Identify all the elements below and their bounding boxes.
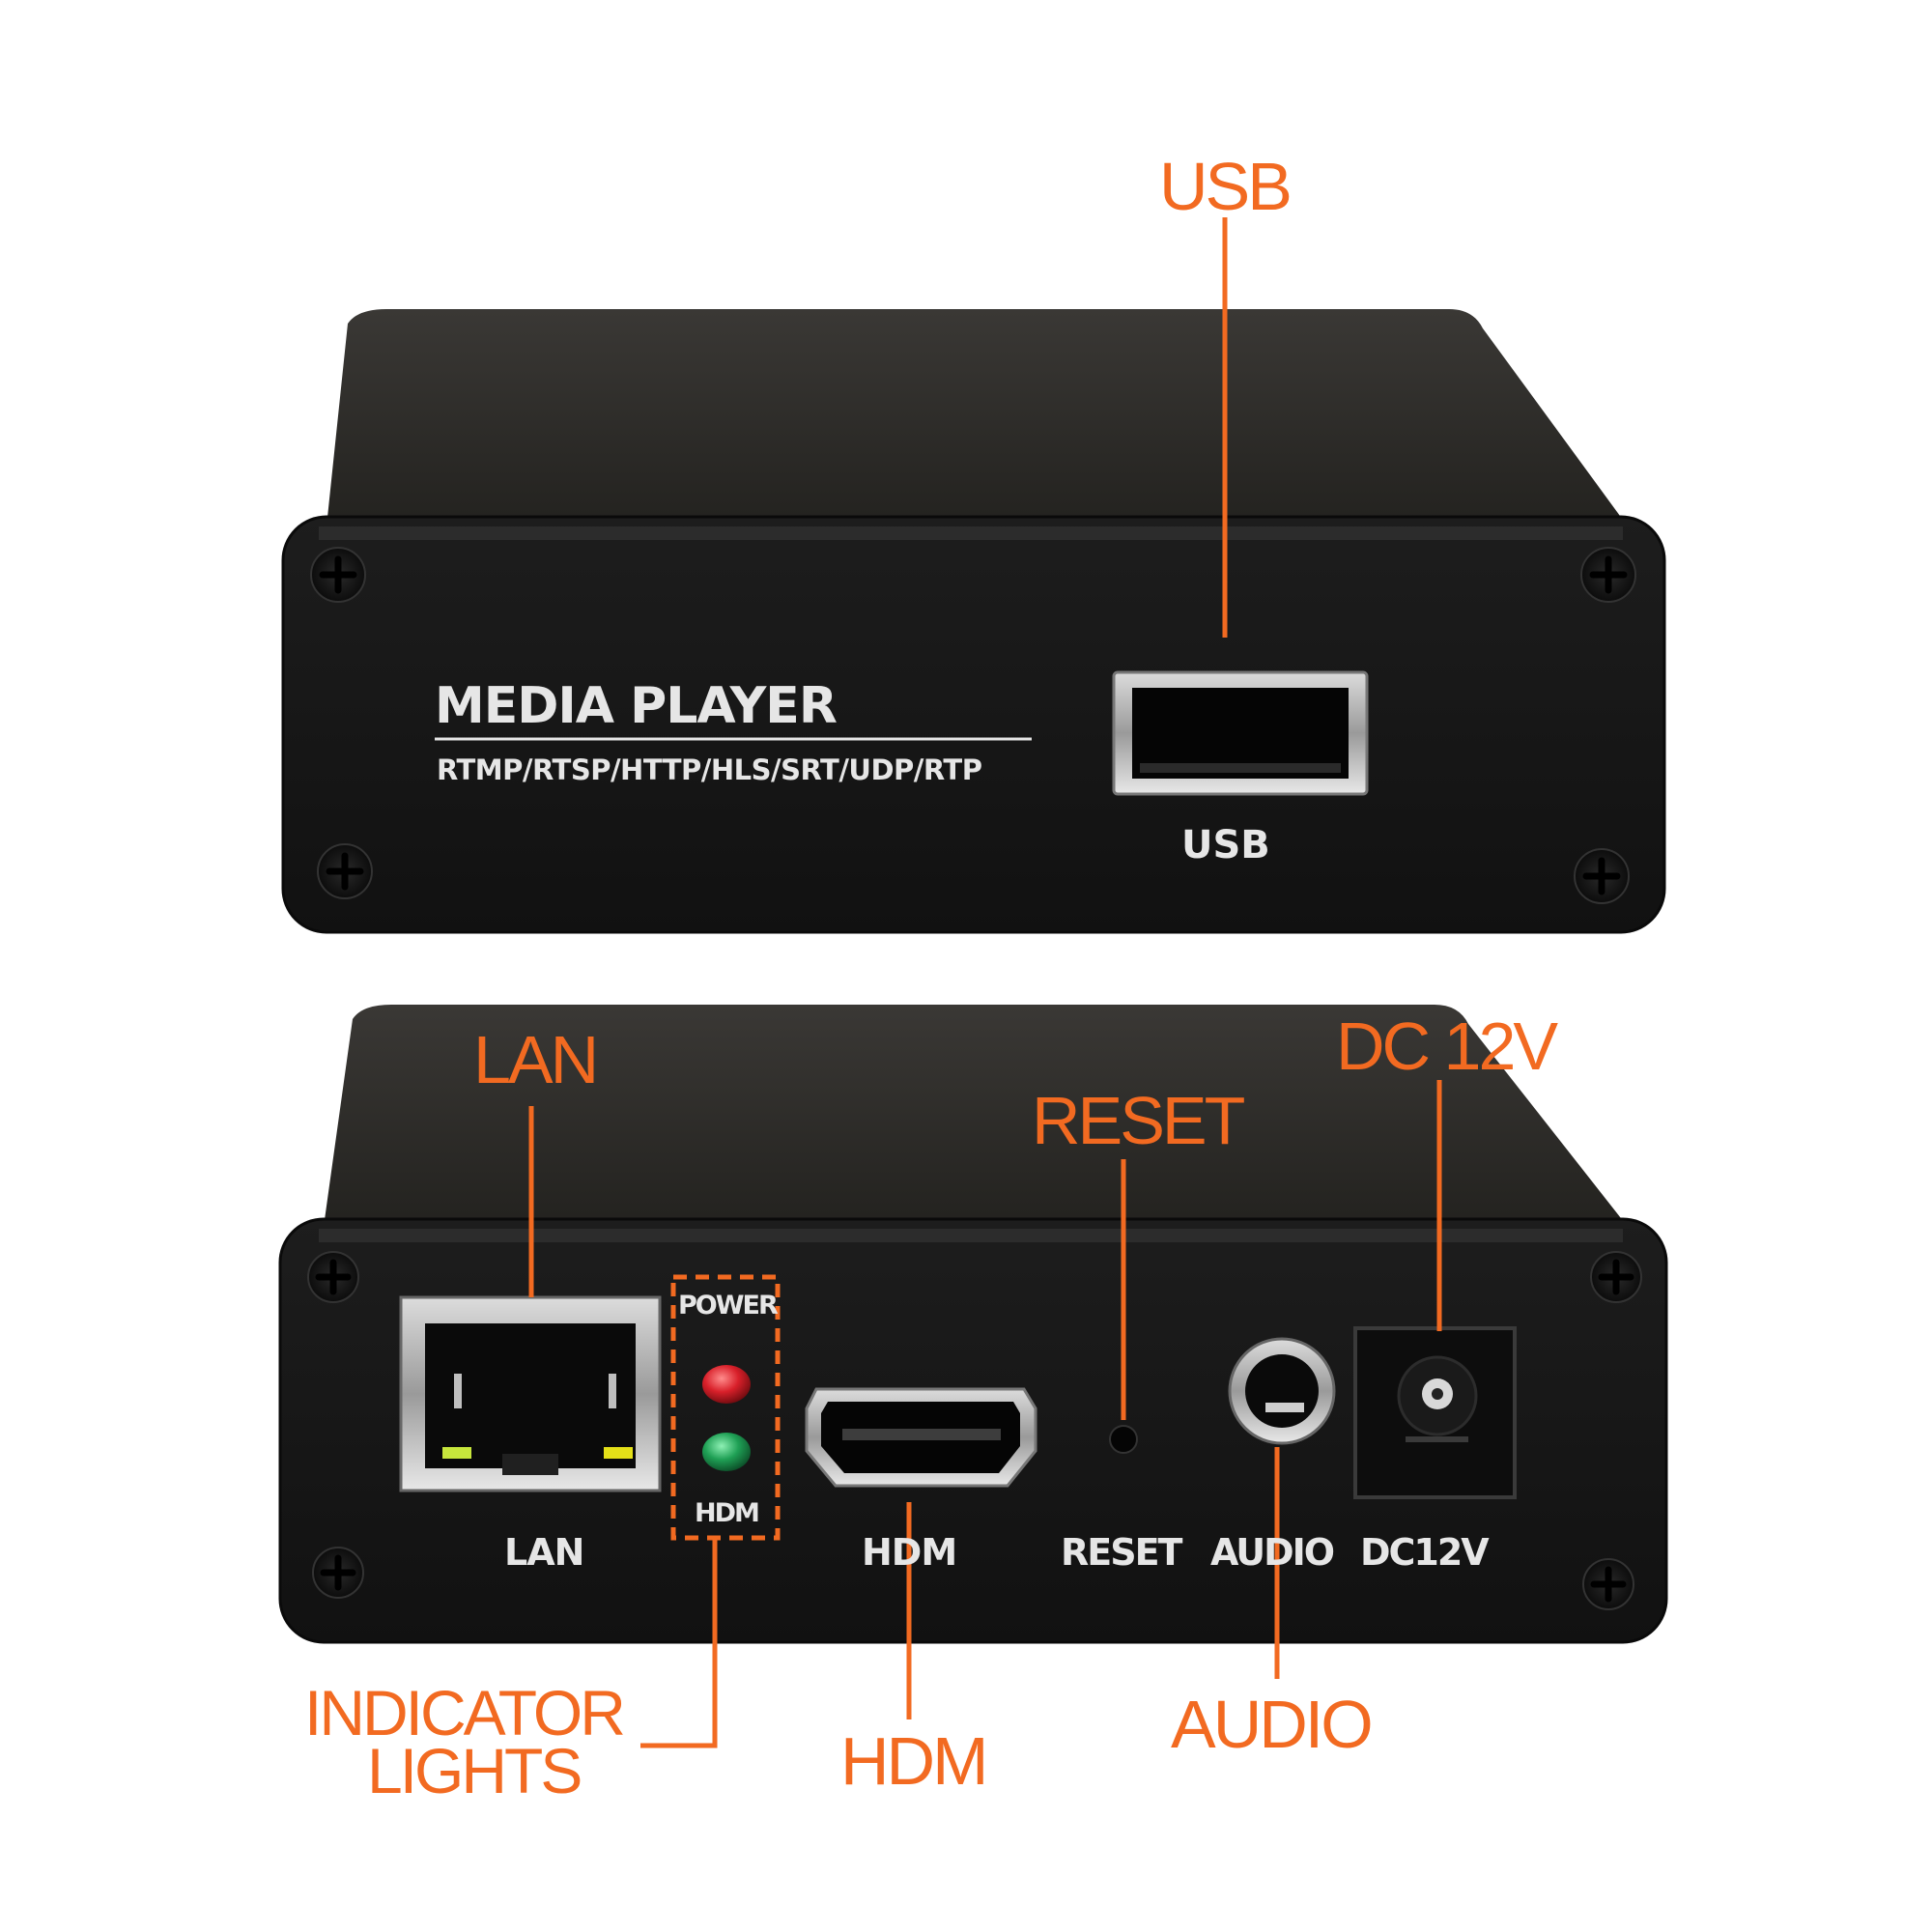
reset-callout: RESET [1032, 1083, 1245, 1158]
back-panel-edge [319, 1229, 1623, 1242]
screw-icon [307, 1251, 359, 1303]
screw-icon [1580, 547, 1636, 603]
power-led-label: POWER [678, 1291, 779, 1321]
protocols-label: RTMP/RTSP/HTTP/HLS/SRT/UDP/RTP [437, 753, 982, 786]
indicator-callout-line1: INDICATOR [304, 1677, 626, 1748]
hdm-callout: HDM [840, 1723, 988, 1799]
led-icon [702, 1433, 751, 1471]
led-icon [702, 1365, 751, 1404]
audio-jack-icon [1228, 1337, 1336, 1445]
lan-callout: LAN [473, 1022, 599, 1097]
audio-callout: AUDIO [1171, 1687, 1374, 1762]
dc-port-label: DC12V [1360, 1531, 1490, 1574]
back-unit-top [324, 1005, 1628, 1227]
brand-label: MEDIA PLAYER [435, 677, 838, 735]
indicator-callout-line [640, 1538, 718, 1748]
usb-callout: USB [1159, 149, 1293, 224]
callout-lines [528, 217, 1442, 1748]
screw-icon [310, 547, 366, 603]
screw-icon [1574, 848, 1630, 904]
audio-port-label: AUDIO [1210, 1531, 1335, 1574]
ethernet-port-icon [399, 1295, 662, 1492]
indicator-highlight-box [670, 1274, 781, 1541]
usb-port-icon [1112, 670, 1369, 796]
lan-port-label: LAN [504, 1531, 584, 1574]
hdm-led-label: HDM [695, 1498, 760, 1528]
screw-icon [317, 843, 373, 899]
screw-icon [312, 1547, 364, 1599]
screw-icon [1590, 1251, 1642, 1303]
usb-port-label: USB [1181, 823, 1270, 867]
dc-jack-icon [1353, 1326, 1517, 1499]
hdmi-port-icon [805, 1387, 1037, 1488]
dc-callout: DC 12V [1336, 1009, 1558, 1084]
front-panel [281, 515, 1666, 934]
reset-port-label: RESET [1061, 1531, 1182, 1574]
hdmi-port-label: HDM [862, 1531, 957, 1574]
front-unit-top [327, 309, 1628, 526]
screw-icon [1582, 1558, 1634, 1610]
indicator-callout-line2: LIGHTS [367, 1735, 582, 1806]
front-panel-edge [319, 526, 1623, 540]
front-unit [281, 309, 1666, 934]
back-unit [278, 1005, 1668, 1644]
reset-button [1109, 1425, 1138, 1454]
